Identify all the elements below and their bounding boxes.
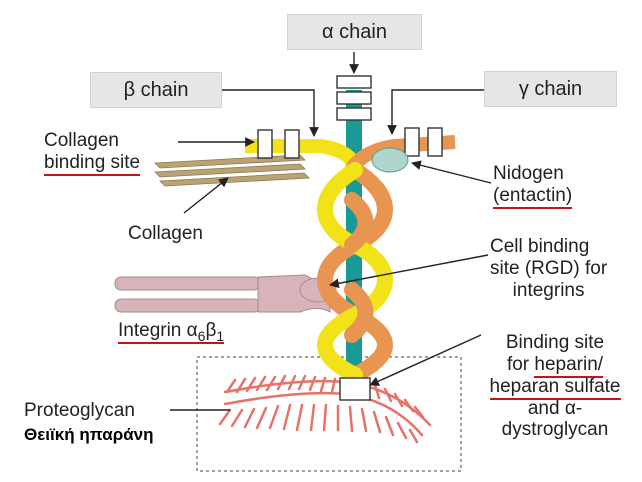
collagen-binding-site-label: Collagen binding site (44, 130, 141, 176)
beta-chain-label: β chain (90, 72, 222, 108)
cell-binding-site-label: Cell binding site (RGD) for integrins (490, 236, 608, 301)
proteoglycan-label: Proteoglycan (24, 400, 135, 421)
collagen-fibers (154, 154, 310, 187)
coiled-coil (317, 162, 393, 383)
pointer-arrows (170, 52, 492, 411)
proteoglycan-fronds (218, 374, 432, 444)
collagen-label: Collagen (128, 223, 203, 244)
integrin-alpha6-beta1 (114, 274, 337, 313)
gamma-globular-domains (404, 127, 443, 157)
heparin-binding-site-label: Binding site for heparin/ heparan sulfat… (489, 332, 621, 441)
beta-globular-domains (257, 129, 300, 159)
nidogen-label: Nidogen (entactin) (493, 163, 573, 209)
alpha-globular-domains (336, 75, 372, 401)
alpha-chain-label: α chain (287, 14, 422, 50)
gamma-chain-label: γ chain (484, 71, 617, 107)
proteoglycan-greek-label: Θειϊκή ηπαράνη (24, 425, 154, 444)
nidogen-shape (371, 147, 409, 173)
integrin-label: Integrin α6β1 (118, 320, 225, 344)
